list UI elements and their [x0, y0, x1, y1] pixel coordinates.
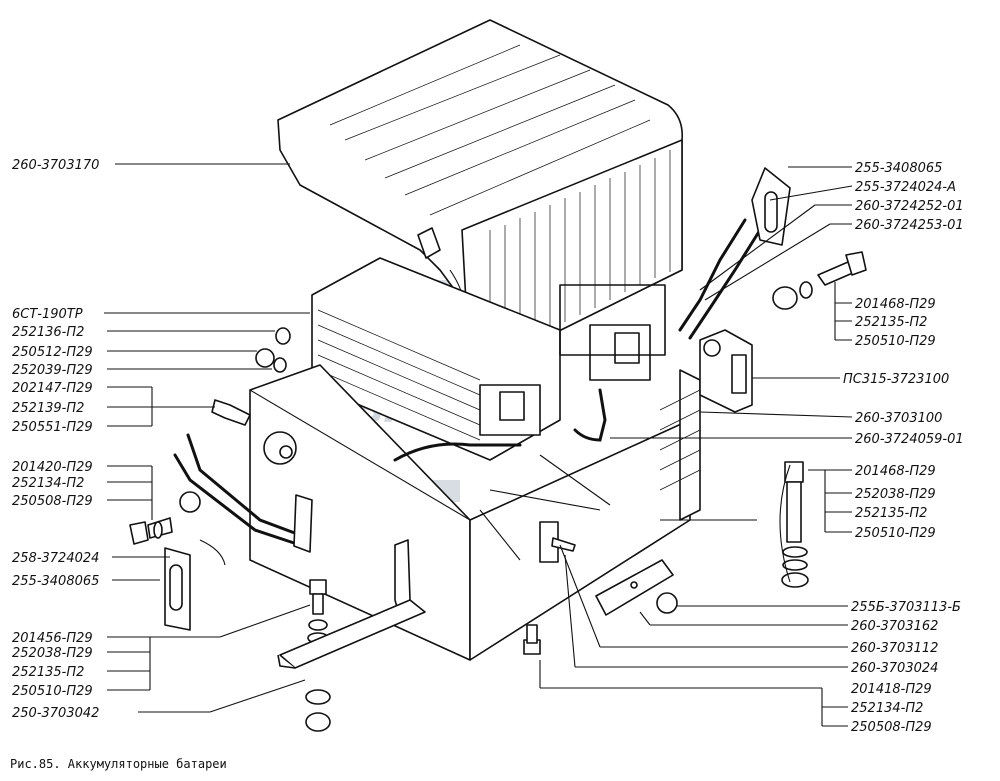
leader-lines-right	[539, 166, 853, 727]
label-right-13: 250510-П29	[855, 526, 936, 541]
label-left-13: 201456-П29	[12, 631, 93, 646]
label-right-10: 201468-П29	[855, 464, 936, 479]
battery-box	[249, 364, 701, 661]
label-right-1: 255-3724024-А	[855, 180, 956, 195]
label-left-2: 252136-П2	[12, 325, 84, 340]
label-left-9: 252134-П2	[12, 476, 84, 491]
mass-switch	[699, 329, 753, 413]
figure-caption: Рис.85. Аккумуляторные батареи	[10, 757, 227, 771]
label-left-16: 250510-П29	[12, 684, 93, 699]
battery	[311, 257, 666, 461]
label-right-11: 252038-П29	[855, 487, 936, 502]
label-right-19: 252134-П2	[851, 701, 923, 716]
label-left-14: 252038-П29	[12, 646, 93, 661]
leader-lines-left	[104, 163, 311, 713]
label-right-4: 201468-П29	[855, 297, 936, 312]
label-right-17: 260-3703024	[851, 661, 938, 676]
label-right-7: ПС315-3723100	[843, 372, 949, 387]
label-right-9: 260-3724059-01	[855, 432, 964, 447]
label-left-4: 252039-П29	[12, 363, 93, 378]
label-left-10: 250508-П29	[12, 494, 93, 509]
label-left-5: 202147-П29	[12, 381, 93, 396]
label-left-11: 258-3724024	[12, 551, 99, 566]
labels-right: 255-3408065 255-3724024-А 260-3724252-01…	[843, 161, 964, 735]
label-left-6: 252139-П2	[12, 401, 84, 416]
label-left-1: 6СТ-190ТР	[12, 307, 83, 322]
label-left-17: 250-3703042	[12, 706, 99, 721]
label-right-16: 260-3703112	[851, 641, 938, 656]
label-right-8: 260-3703100	[855, 411, 942, 426]
label-left-12: 255-3408065	[12, 574, 99, 589]
label-right-20: 250508-П29	[851, 720, 932, 735]
label-right-18: 201418-П29	[851, 682, 932, 697]
label-right-15: 260-3703162	[851, 619, 938, 634]
label-left-8: 201420-П29	[12, 460, 93, 475]
labels-left: 260-3703170 6СТ-190ТР 252136-П2 250512-П…	[12, 158, 99, 721]
label-right-0: 255-3408065	[855, 161, 942, 176]
label-right-6: 250510-П29	[855, 334, 936, 349]
label-right-12: 252135-П2	[855, 506, 927, 521]
label-right-5: 252135-П2	[855, 315, 927, 330]
label-left-3: 250512-П29	[12, 345, 93, 360]
label-left-7: 250551-П29	[12, 420, 93, 435]
cables	[173, 218, 762, 547]
label-left-0: 260-3703170	[12, 158, 99, 173]
label-right-3: 260-3724253-01	[855, 218, 964, 233]
label-left-15: 252135-П2	[12, 665, 84, 680]
label-right-2: 260-3724252-01	[855, 199, 964, 214]
cable-clamps	[164, 167, 791, 631]
brackets	[277, 559, 674, 669]
label-right-14: 255Б-3703113-Б	[851, 600, 961, 615]
